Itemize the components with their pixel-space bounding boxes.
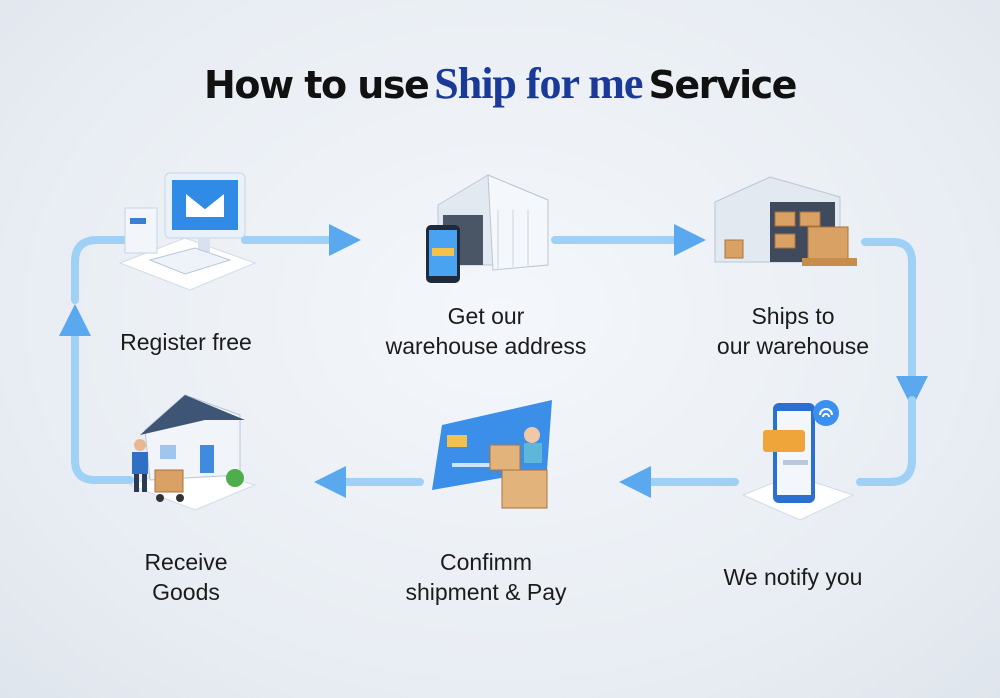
title-prefix: How to use (204, 63, 430, 107)
arrow-notify-line (856, 396, 916, 486)
step-label-line: Goods (152, 579, 220, 605)
arrow-left-top (71, 236, 129, 304)
step-label-line: Ships to (751, 303, 835, 329)
step-ships-to-warehouse: Ships to our warehouse (663, 301, 923, 361)
step-label-line: Receive (144, 549, 228, 575)
arrow-receive-line (59, 304, 134, 484)
arrow-ships-to-notify (861, 238, 928, 408)
step-label-line: We notify you (723, 564, 863, 590)
title-suffix: Service (648, 63, 797, 107)
step-label-line: our warehouse (716, 333, 870, 359)
computer-mail-icon (118, 172, 257, 291)
step-label-line: Register free (120, 329, 252, 355)
step-label-line: shipment & Pay (405, 579, 567, 605)
step-label-line: Get our (447, 303, 525, 329)
warehouse-phone-icon (426, 174, 549, 283)
title-highlight: Ship for me (434, 59, 643, 108)
step-we-notify-you: We notify you (663, 562, 923, 592)
step-label-line: Confimm (439, 549, 532, 575)
step-label-line: warehouse address (385, 333, 587, 359)
step-register-free: Register free (56, 327, 316, 357)
warehouse-boxes-icon (714, 176, 857, 266)
phone-notification-icon (741, 400, 855, 521)
step-confirm-and-pay: Confimm shipment & Pay (356, 547, 616, 607)
house-delivery-icon (128, 394, 257, 511)
card-payment-icon (432, 400, 552, 509)
step-get-warehouse-address: Get our warehouse address (356, 301, 616, 361)
